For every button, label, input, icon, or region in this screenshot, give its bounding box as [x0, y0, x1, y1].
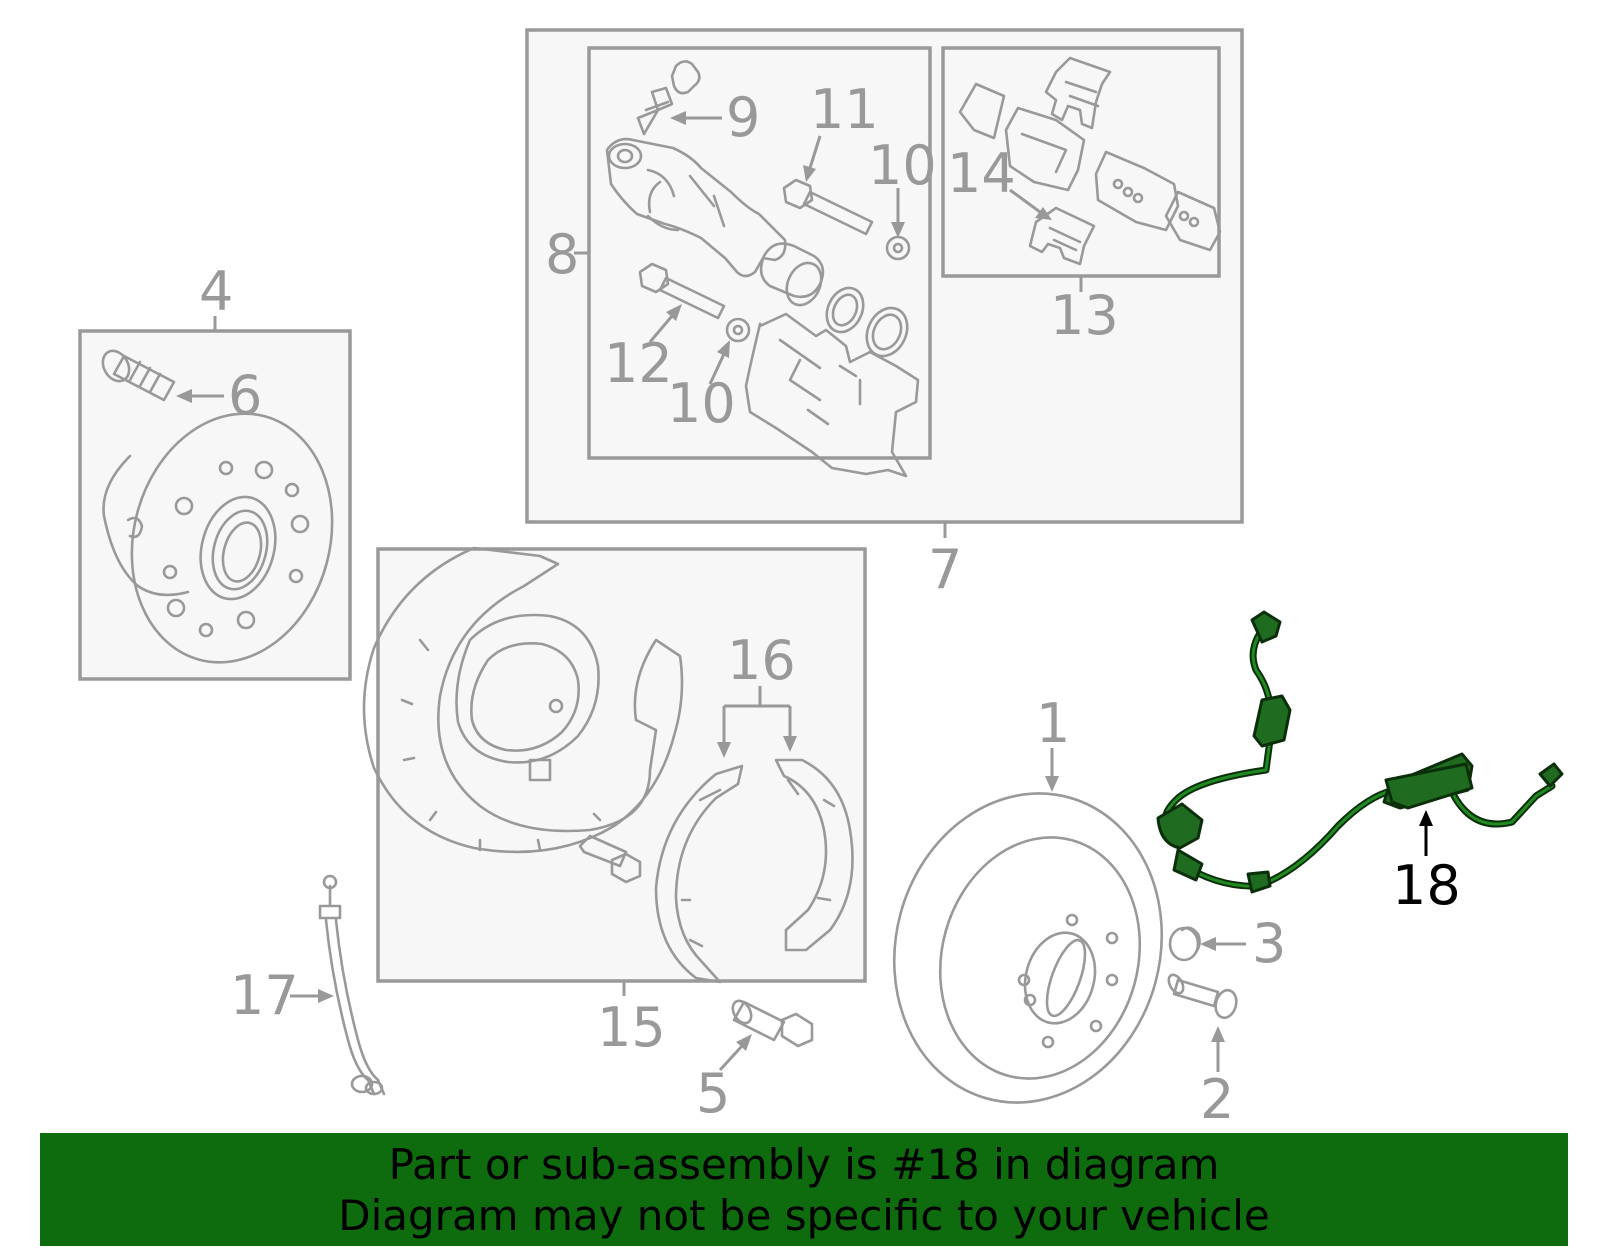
brake-pad-part — [958, 82, 1086, 192]
callout-6: 6 — [228, 364, 262, 427]
parking-brake-shoes-part — [654, 758, 854, 984]
guide-bolt-upper-part — [782, 178, 874, 236]
callout-8: 8 — [545, 223, 579, 286]
leader-lines — [176, 111, 1433, 1072]
info-banner: Part or sub-assembly is #18 in diagram D… — [40, 1133, 1568, 1246]
callout-10-lower: 10 — [667, 372, 736, 435]
callout-3: 3 — [1252, 912, 1286, 975]
hub-bearing-part — [102, 412, 334, 664]
wheel-speed-sensor-part[interactable] — [1156, 610, 1564, 894]
callout-13: 13 — [1050, 284, 1119, 347]
caliper-subassembly-box — [587, 46, 932, 460]
wheel-stud-part — [101, 349, 176, 402]
callout-7: 7 — [928, 538, 962, 601]
pad-clip-lower-part — [1028, 206, 1096, 266]
banner-line-1: Part or sub-assembly is #18 in diagram — [388, 1139, 1220, 1189]
hub-bolt-part — [731, 999, 814, 1048]
callout-9: 9 — [726, 86, 760, 149]
brake-hose-part — [318, 874, 386, 1096]
guide-bolt-lower-part — [638, 262, 726, 320]
guide-boot-lower-part — [725, 317, 751, 343]
bleeder-screw-part — [636, 60, 701, 136]
caliper-bracket-part — [744, 312, 920, 478]
rotor-plug-part — [1168, 926, 1201, 962]
callout-4: 4 — [199, 260, 233, 323]
brake-rotor-part — [892, 792, 1164, 1104]
rotor-screw-part — [1167, 973, 1238, 1020]
callout-5: 5 — [696, 1062, 730, 1125]
callout-10-upper: 10 — [868, 134, 937, 197]
callout-1: 1 — [1036, 692, 1070, 755]
callout-15: 15 — [597, 996, 666, 1059]
caliper-body-part — [605, 137, 787, 278]
callout-18: 18 — [1392, 854, 1461, 917]
callout-12: 12 — [604, 332, 673, 395]
hub-box — [78, 329, 352, 681]
callout-14: 14 — [947, 142, 1016, 205]
banner-line-2: Diagram may not be specific to your vehi… — [338, 1190, 1270, 1240]
callout-17: 17 — [230, 964, 299, 1027]
callout-16: 16 — [727, 629, 796, 692]
backing-plate-part — [362, 546, 684, 854]
callout-labels: 9 11 10 14 8 13 12 10 4 6 7 16 1 18 3 17… — [199, 78, 1461, 1131]
pad-clip-upper-part — [1044, 56, 1112, 130]
backing-plate-box — [376, 547, 867, 983]
backing-plate-bolt-part — [578, 834, 642, 884]
callout-2: 2 — [1200, 1068, 1234, 1131]
brake-pad-outer-part — [1094, 150, 1222, 252]
callout-11: 11 — [810, 78, 879, 141]
